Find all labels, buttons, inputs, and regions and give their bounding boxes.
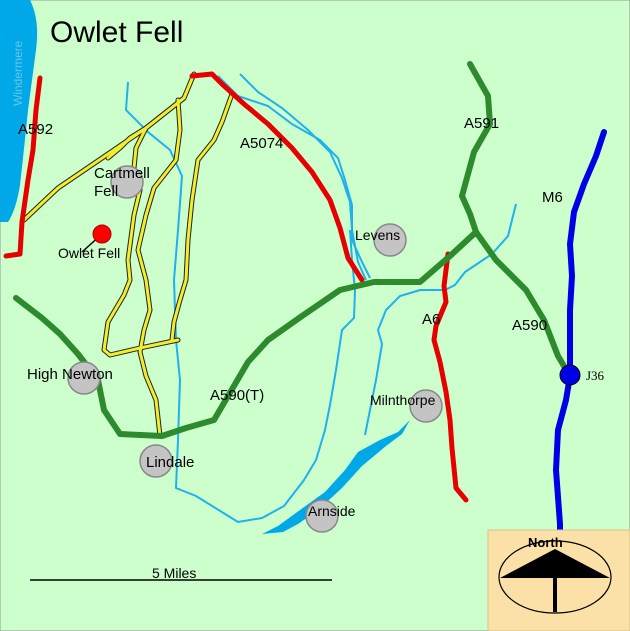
windermere-label: Windermere: [11, 40, 25, 106]
a-roads: [3, 71, 469, 503]
minor-roads-fill: [22, 72, 234, 438]
town-lindale: [139, 444, 173, 478]
label-a591: A591: [464, 115, 499, 132]
road-a6: [431, 251, 469, 503]
road-m6: [553, 129, 607, 533]
label-a6: A6: [422, 311, 440, 328]
label-a592: A592: [18, 121, 53, 138]
map-title: Owlet Fell: [50, 16, 183, 49]
town-levens: [373, 223, 407, 257]
label-a590: A590: [512, 317, 547, 334]
label-high-newton: High Newton: [27, 366, 113, 383]
town-cartmell-fell: [110, 165, 144, 199]
road-a592: [3, 75, 43, 259]
label-arnside: Arnside: [308, 503, 356, 519]
road-a591: [459, 61, 493, 235]
river-1: [124, 81, 357, 524]
junction-j36-marker: [559, 364, 581, 386]
river-3: [239, 73, 367, 281]
junction-j36-label: J36: [586, 368, 605, 383]
owlet-fell-marker: [92, 224, 112, 244]
compass-ellipse: [498, 540, 612, 614]
towns: [67, 165, 443, 533]
town-arnside: [305, 499, 339, 533]
label-owlet-fell: Owlet Fell: [58, 245, 120, 261]
label-levens: Levens: [355, 227, 400, 243]
windermere-lake: [0, 0, 38, 222]
kent-estuary: [262, 420, 410, 534]
label-cartmell-fell-line2: Fell: [94, 183, 118, 200]
river-4: [364, 203, 517, 436]
label-a590t: A590(T): [210, 387, 264, 404]
compass-north-label: North: [528, 535, 563, 550]
compass: North: [487, 529, 630, 631]
compass-panel: [487, 529, 630, 631]
scale-label: 5 Miles: [152, 565, 196, 581]
road-a5074: [189, 71, 365, 283]
label-milnthorpe: Milnthorpe: [370, 392, 436, 408]
label-a5074: A5074: [240, 135, 283, 152]
label-lindale: Lindale: [146, 454, 194, 471]
town-high-newton: [67, 361, 101, 395]
rivers: [124, 73, 517, 524]
label-cartmell-fell-line1: Cartmell: [94, 165, 150, 182]
town-milnthorpe: [409, 389, 443, 423]
label-m6: M6: [542, 189, 563, 206]
